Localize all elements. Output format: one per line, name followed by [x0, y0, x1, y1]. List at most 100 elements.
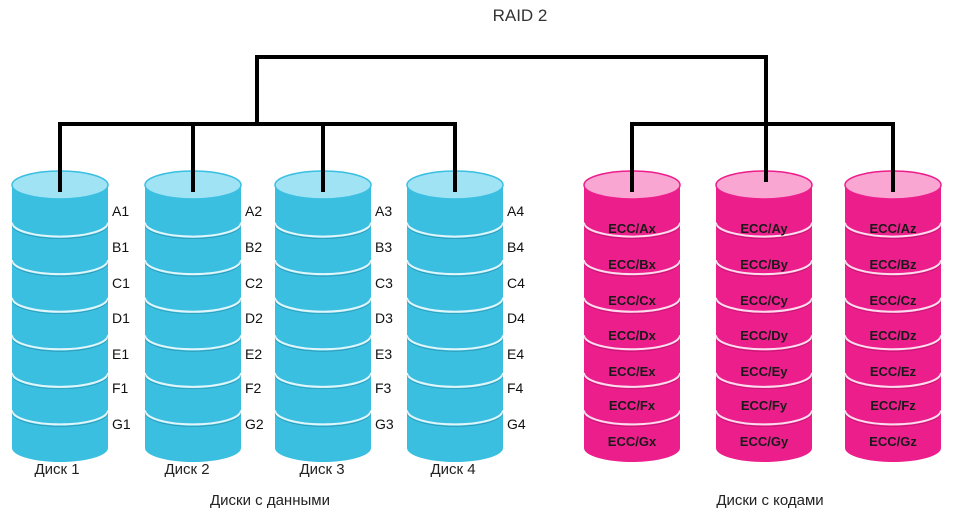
data-disk-4-seam-shadow	[406, 262, 504, 277]
ecc-disk-3-seam-shadow	[844, 262, 942, 277]
data-disk-1-seam	[11, 372, 109, 388]
data-disk-3-seam-shadow	[274, 299, 372, 314]
data-block-label: F2	[245, 380, 262, 396]
ecc-block-label: ECC/Dz	[869, 328, 917, 343]
data-disk-1-seam	[11, 259, 109, 276]
ecc-disk-3-seam-shadow	[844, 299, 942, 314]
data-disk-1-seam-shadow	[11, 262, 109, 277]
ecc-block-label: ECC/Fx	[608, 398, 656, 413]
ecc-disk-2-seam	[715, 410, 813, 426]
data-block-label: D3	[375, 310, 393, 326]
ecc-disk-3-seam	[844, 372, 942, 388]
ecc-disk-1-seam-shadow	[583, 299, 681, 314]
ecc-block-label: ECC/Ax	[608, 221, 656, 236]
data-disk-4-seam-shadow	[406, 337, 504, 352]
ecc-block-label: ECC/Bx	[608, 257, 656, 272]
data-disk-2-seam-shadow	[144, 374, 242, 390]
disk-label-2: Диск 2	[164, 461, 210, 478]
ecc-disk-1-seam	[583, 410, 681, 426]
ecc-disk-1-seam	[583, 297, 681, 313]
data-disk-1-bottom	[12, 434, 108, 462]
ecc-disk-3-seam	[844, 222, 942, 238]
data-block-label: F4	[507, 380, 524, 396]
data-block-label: B1	[112, 239, 130, 255]
data-disk-2-seam	[144, 297, 242, 313]
ecc-block-label: ECC/Cz	[869, 293, 917, 308]
data-disk-2-seam	[144, 410, 242, 426]
ecc-disk-3-seam	[844, 335, 942, 351]
data-disk-3-body	[275, 185, 371, 448]
ecc-disk-3-seam	[844, 259, 942, 276]
data-disk-1-seam-shadow	[11, 224, 109, 239]
data-disk-3-seam-shadow	[274, 374, 372, 390]
data-disk-3-seam	[274, 372, 372, 388]
data-disk-2-seam	[144, 335, 242, 351]
ecc-disk-1-seam-shadow	[583, 224, 681, 239]
connector-data-bus	[58, 122, 457, 192]
data-block-label: C4	[507, 275, 525, 291]
data-block-label: G2	[245, 416, 264, 432]
ecc-block-label: ECC/Fy	[740, 398, 788, 413]
data-disk-4-seam-shadow	[406, 299, 504, 314]
ecc-disk-2-body	[716, 185, 812, 448]
data-disk-3-seam-shadow	[274, 224, 372, 239]
ecc-disk-3-seam-shadow	[844, 374, 942, 390]
connector-top	[255, 55, 768, 182]
data-disk-1-seam	[11, 222, 109, 238]
diagram-title: RAID 2	[492, 6, 548, 25]
ecc-block-label: ECC/Cx	[608, 293, 656, 308]
data-block-label: C2	[245, 275, 263, 291]
ecc-block-label: ECC/Az	[869, 221, 917, 236]
ecc-disk-2-seam-shadow	[715, 262, 813, 277]
data-block-label: D2	[245, 310, 263, 326]
ecc-block-label: ECC/Ex	[608, 364, 656, 379]
ecc-disk-3-bottom	[845, 434, 941, 462]
ecc-block-label: ECC/Dy	[740, 328, 788, 343]
data-disk-4-body	[407, 185, 503, 448]
data-block-label: E2	[245, 346, 263, 362]
ecc-disk-2-seam-shadow	[715, 224, 813, 239]
data-disk-3-seam	[274, 410, 372, 426]
ecc-block-label: ECC/Ey	[740, 364, 788, 379]
data-disk-2-seam-shadow	[144, 337, 242, 352]
data-disk-1-seam-shadow	[11, 337, 109, 352]
data-block-label: A2	[245, 203, 263, 219]
data-block-label: A3	[375, 203, 393, 219]
data-block-label: A4	[507, 203, 525, 219]
ecc-disk-3-seam-shadow	[844, 224, 942, 239]
data-block-label: G1	[112, 416, 131, 432]
data-disk-3-bottom	[275, 434, 371, 462]
ecc-disk-1-seam	[583, 372, 681, 388]
ecc-block-label: ECC/Ay	[740, 221, 788, 236]
data-disk-4-seam-shadow	[406, 412, 504, 427]
data-disk-2-seam-shadow	[144, 299, 242, 314]
disk-label-3: Диск 3	[299, 461, 345, 478]
ecc-disks-group-label: Диски с кодами	[716, 492, 824, 509]
data-disk-4-seam	[406, 222, 504, 238]
ecc-disk-2-seam-shadow	[715, 337, 813, 352]
data-disks-group-label: Диски с данными	[210, 492, 330, 509]
data-disk-1-body	[12, 185, 108, 448]
data-block-label: B4	[507, 239, 525, 255]
data-disk-2-body	[145, 185, 241, 448]
data-disk-1-seam-shadow	[11, 299, 109, 314]
data-block-label: G4	[507, 416, 526, 432]
disk-label-1: Диск 1	[34, 461, 80, 478]
data-disk-1-seam-shadow	[11, 412, 109, 427]
ecc-disk-3-seam-shadow	[844, 337, 942, 352]
ecc-disk-2-seam-shadow	[715, 299, 813, 314]
data-disk-2-seam	[144, 259, 242, 276]
data-disk-4-seam-shadow	[406, 224, 504, 239]
ecc-block-label: ECC/Cy	[740, 293, 788, 308]
data-block-label: E4	[507, 346, 525, 362]
data-block-label: D4	[507, 310, 525, 326]
data-disk-3-seam-shadow	[274, 262, 372, 277]
data-disk-1-seam	[11, 410, 109, 426]
ecc-disk-3-seam	[844, 410, 942, 426]
data-block-label: B3	[375, 239, 393, 255]
ecc-disk-3-seam	[844, 297, 942, 313]
ecc-block-label: ECC/Fz	[870, 398, 916, 413]
ecc-block-label: ECC/Gy	[739, 434, 789, 449]
ecc-block-label: ECC/Gx	[607, 434, 657, 449]
